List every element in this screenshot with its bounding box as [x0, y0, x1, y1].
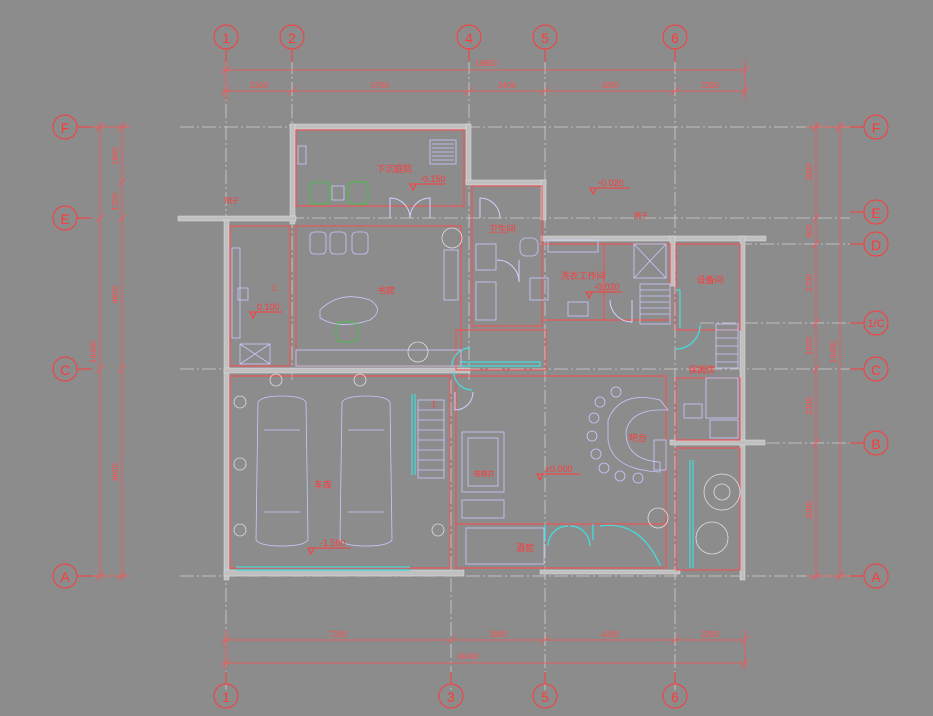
- grid-bottom-1: 1: [222, 689, 230, 705]
- grid-right-A: A: [871, 569, 881, 585]
- grid-left-E: E: [60, 211, 69, 227]
- elev-hall: ±0.000: [545, 464, 572, 474]
- room-bar: 吧台: [629, 432, 647, 444]
- grid-top-1: 1: [222, 30, 230, 46]
- dim-bottom-2: 3000: [489, 630, 507, 639]
- dim-bottom-4: 2200: [701, 630, 719, 639]
- elevation-texts: -0.150 -0.020 -0.020 0.100 ±0.000 -1.500: [257, 174, 624, 548]
- elev-garage: -1.500: [320, 538, 346, 548]
- dim-top-3: 2400: [498, 81, 516, 90]
- room-laundry: 洗衣工作间: [560, 270, 605, 282]
- grid-bottom-6: 6: [671, 689, 679, 705]
- dim-right-1: 3000: [805, 163, 814, 181]
- grid-right-E: E: [871, 205, 880, 221]
- axis-lines: [180, 60, 850, 690]
- grid-left-A: A: [60, 569, 70, 585]
- grid-top-5: 5: [541, 30, 549, 46]
- grid-bottom-5: 5: [541, 689, 549, 705]
- grid-bottom-3: 3: [447, 689, 455, 705]
- room-sunken-yard: 下沉庭院: [376, 163, 412, 175]
- dim-right-6: 4300: [805, 501, 814, 519]
- dim-top-2: 5700: [371, 81, 389, 90]
- room-yard-right: 院子: [634, 211, 648, 220]
- furniture: [231, 139, 739, 565]
- dim-left-total: 14400: [89, 340, 98, 363]
- dimension-lines: [90, 60, 850, 670]
- dim-right-4: 1500: [805, 337, 814, 355]
- room-nanny: 保姆房: [688, 364, 715, 376]
- room-labels: 下沉庭院 书房 卫生间 洗衣工作间 设备间 保姆房 吧台 车库 酒窖 电梯井 院…: [225, 163, 724, 554]
- grid-top-4: 4: [465, 30, 473, 46]
- stair-labels: 上 上: [271, 283, 438, 408]
- grid-left-C: C: [60, 362, 70, 378]
- dim-top-1: 2100: [250, 81, 268, 90]
- grid-right-F: F: [872, 120, 881, 136]
- room-bathroom: 卫生间: [488, 223, 515, 235]
- room-elevator-shaft: 电梯井: [474, 469, 495, 478]
- dim-bottom-3: 4200: [601, 630, 619, 639]
- room-yard-left: 院子: [225, 196, 239, 205]
- doors: [389, 197, 633, 411]
- grid-left-F: F: [61, 120, 70, 136]
- elev-study-left: 0.100: [257, 302, 280, 312]
- grid-right-1C: 1/C: [867, 318, 884, 330]
- grid-right-B: B: [871, 436, 880, 452]
- grid-right-D: D: [871, 237, 881, 253]
- stair-up-label-1: 上: [271, 283, 278, 292]
- grid-right-C: C: [871, 362, 881, 378]
- interior-outlines: [229, 129, 741, 571]
- dim-bottom-total: 14400: [456, 652, 479, 661]
- elev-laundry: -0.020: [594, 282, 620, 292]
- dim-top-4: 4200: [601, 81, 619, 90]
- grid-bubbles: [52, 24, 889, 709]
- dim-left-1: 1800: [111, 147, 120, 165]
- room-equipment: 设备间: [696, 274, 723, 286]
- elev-sunken-yard: -0.150: [420, 174, 446, 184]
- room-wine-cellar: 酒窖: [516, 542, 534, 554]
- room-garage: 车库: [314, 479, 332, 491]
- elev-upper-right: -0.020: [598, 178, 624, 188]
- grid-top-6: 6: [671, 30, 679, 46]
- dim-right-3: 2700: [805, 274, 814, 292]
- dim-left-4: 6600: [111, 463, 120, 481]
- dimension-texts: 16800 2100 5700 2400 4200 2200 7200 3000…: [89, 59, 838, 661]
- dim-left-2: 1200: [111, 193, 120, 211]
- plants: [233, 227, 741, 555]
- room-study: 书房: [377, 285, 395, 297]
- dim-right-total: 14400: [829, 340, 838, 363]
- elevation-markers: [249, 183, 630, 556]
- stair-up-label-2: 上: [431, 399, 438, 408]
- dim-left-3: 4800: [111, 286, 120, 304]
- grid-labels: 1 2 4 5 6 1 3 5 6 F E C A F E D 1/C C B …: [60, 30, 885, 705]
- windows: [236, 289, 701, 571]
- dim-top-5: 2200: [701, 81, 719, 90]
- dim-top-total: 16800: [475, 59, 498, 68]
- dim-right-5: 2400: [805, 397, 814, 415]
- dim-bottom-1: 7200: [329, 630, 347, 639]
- dim-right-2: 600: [805, 224, 814, 238]
- grid-top-2: 2: [288, 30, 296, 46]
